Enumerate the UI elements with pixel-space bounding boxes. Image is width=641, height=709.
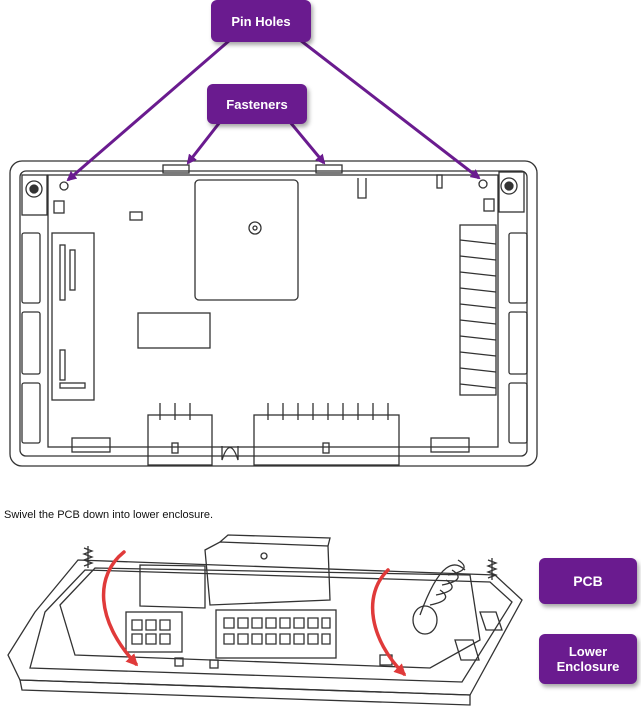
- swivel-arrow-left: [101, 550, 139, 667]
- fasteners-callout: Fasteners: [207, 84, 307, 124]
- pcb-callout: PCB: [539, 558, 637, 604]
- pcb-label: PCB: [573, 572, 603, 589]
- callout-arrows: [66, 38, 481, 182]
- arrow-to-right-fastener: [288, 121, 326, 165]
- arrow-to-left-pin-hole: [66, 38, 231, 182]
- fasteners-label: Fasteners: [226, 96, 288, 112]
- lower-enclosure-label: Lower Enclosure: [556, 644, 620, 674]
- swivel-arrow-right: [370, 568, 407, 677]
- arrow-to-right-pin-hole: [299, 38, 481, 180]
- pin-hole-left: [59, 181, 69, 191]
- instruction-caption: Swivel the PCB down into lower enclosure…: [4, 509, 214, 521]
- pin-holes-callout: Pin Holes: [211, 0, 311, 42]
- perspective-view-enclosure: [7, 534, 523, 706]
- lower-enclosure-callout: Lower Enclosure: [539, 634, 637, 684]
- pin-hole-right: [478, 179, 488, 189]
- top-view-enclosure: [9, 160, 538, 467]
- arrow-to-left-fastener: [186, 121, 222, 165]
- swivel-arrows: [101, 550, 407, 677]
- pin-holes-label: Pin Holes: [231, 13, 291, 29]
